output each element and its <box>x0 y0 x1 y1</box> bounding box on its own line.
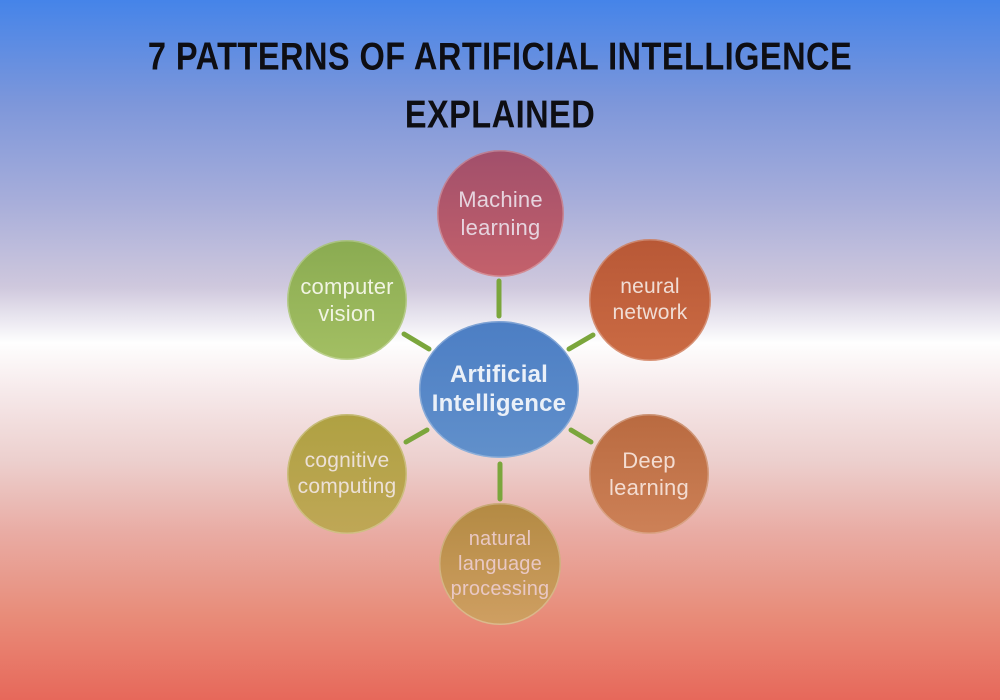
page-title: 7 PATTERNS OF ARTIFICIAL INTELLIGENCE EX… <box>0 34 1000 137</box>
connector-neural-network <box>566 332 596 352</box>
title-line-2: EXPLAINED <box>404 92 596 137</box>
node-label: Deep learning <box>609 447 689 501</box>
node-label: Machine learning <box>458 187 543 240</box>
node-computer-vision: computer vision <box>287 240 407 360</box>
node-cognitive-computing: cognitive computing <box>287 414 407 534</box>
connector-computer-vision <box>401 331 432 352</box>
node-natural-language-processing: natural language processing <box>439 503 561 625</box>
node-label: neural network <box>612 274 688 324</box>
node-neural-network: neural network <box>589 239 711 361</box>
title-line-1: 7 PATTERNS OF ARTIFICIAL INTELLIGENCE <box>147 34 853 79</box>
center-node-label: Artificial Intelligence <box>431 360 567 417</box>
connector-deep-learning <box>568 427 594 445</box>
connector-cognitive-computing <box>403 427 430 445</box>
node-label: computer vision <box>300 273 394 327</box>
node-artificial-intelligence: Artificial Intelligence <box>419 321 579 458</box>
node-label: cognitive computing <box>297 448 397 498</box>
node-deep-learning: Deep learning <box>589 414 709 534</box>
node-machine-learning: Machine learning <box>437 150 564 277</box>
node-label: natural language processing <box>450 527 550 600</box>
